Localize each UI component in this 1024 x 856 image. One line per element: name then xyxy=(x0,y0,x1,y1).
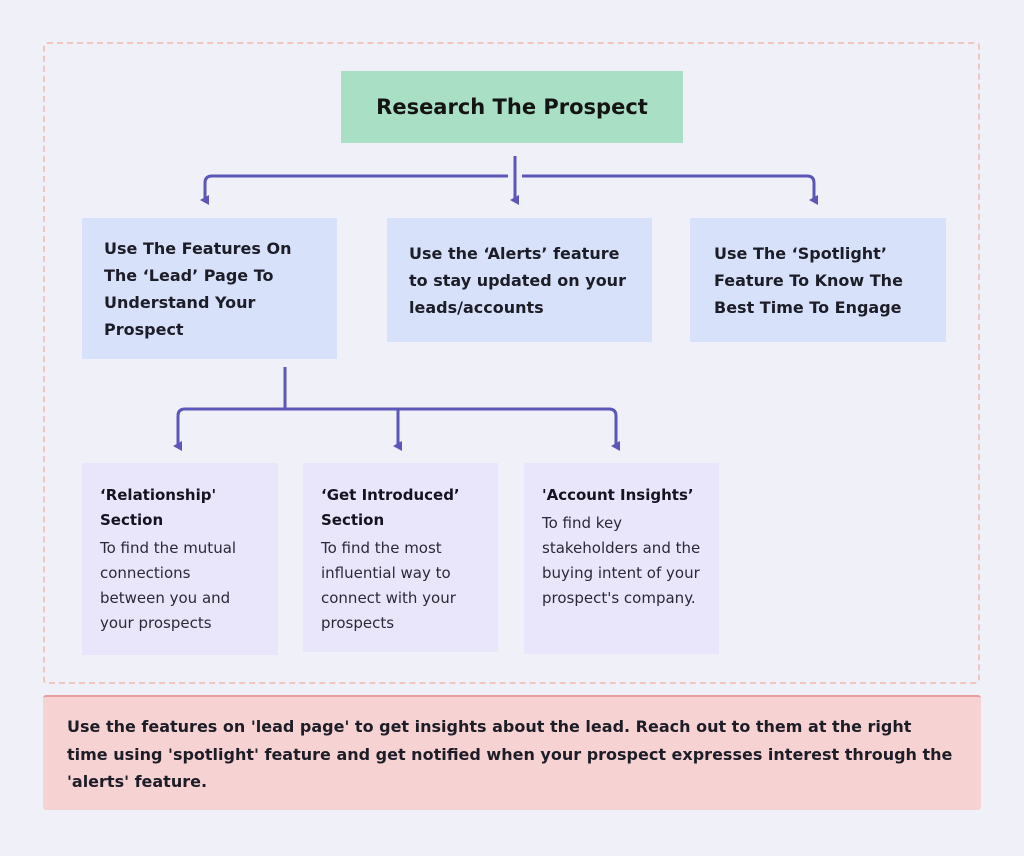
section-description: To find the most influential way to conn… xyxy=(321,539,456,632)
feature-node-alerts: Use the ‘Alerts’ feature to stay updated… xyxy=(387,218,652,342)
root-title: Research The Prospect xyxy=(376,95,648,119)
section-description: To find key stakeholders and the buying … xyxy=(542,514,701,607)
root-branch-left xyxy=(200,174,508,205)
root-branch-right xyxy=(522,174,818,205)
feature-text: Use The ‘Spotlight’ Feature To Know The … xyxy=(714,243,903,317)
section-node-relationship: ‘Relationship' Section To find the mutua… xyxy=(82,463,278,655)
lead-branch-bar xyxy=(185,407,620,451)
section-heading: 'Account Insights’ xyxy=(542,486,694,504)
section-node-get-introduced: ‘Get Introduced’ Section To find the mos… xyxy=(303,463,498,652)
feature-node-spotlight: Use The ‘Spotlight’ Feature To Know The … xyxy=(690,218,946,342)
section-heading: ‘Get Introduced’ Section xyxy=(321,486,460,529)
feature-node-lead-page: Use The Features On The ‘Lead’ Page To U… xyxy=(82,218,337,359)
lead-branch-left xyxy=(173,407,186,451)
root-node: Research The Prospect xyxy=(341,71,683,143)
feature-text: Use the ‘Alerts’ feature to stay updated… xyxy=(409,243,626,317)
summary-box: Use the features on 'lead page' to get i… xyxy=(43,695,981,810)
summary-text: Use the features on 'lead page' to get i… xyxy=(67,717,953,791)
feature-text: Use The Features On The ‘Lead’ Page To U… xyxy=(104,238,292,339)
section-heading: ‘Relationship' Section xyxy=(100,486,217,529)
diagram-frame xyxy=(43,42,980,684)
section-description: To find the mutual connections between y… xyxy=(100,539,237,632)
section-node-account-insights: 'Account Insights’ To find key stakehold… xyxy=(524,463,719,654)
